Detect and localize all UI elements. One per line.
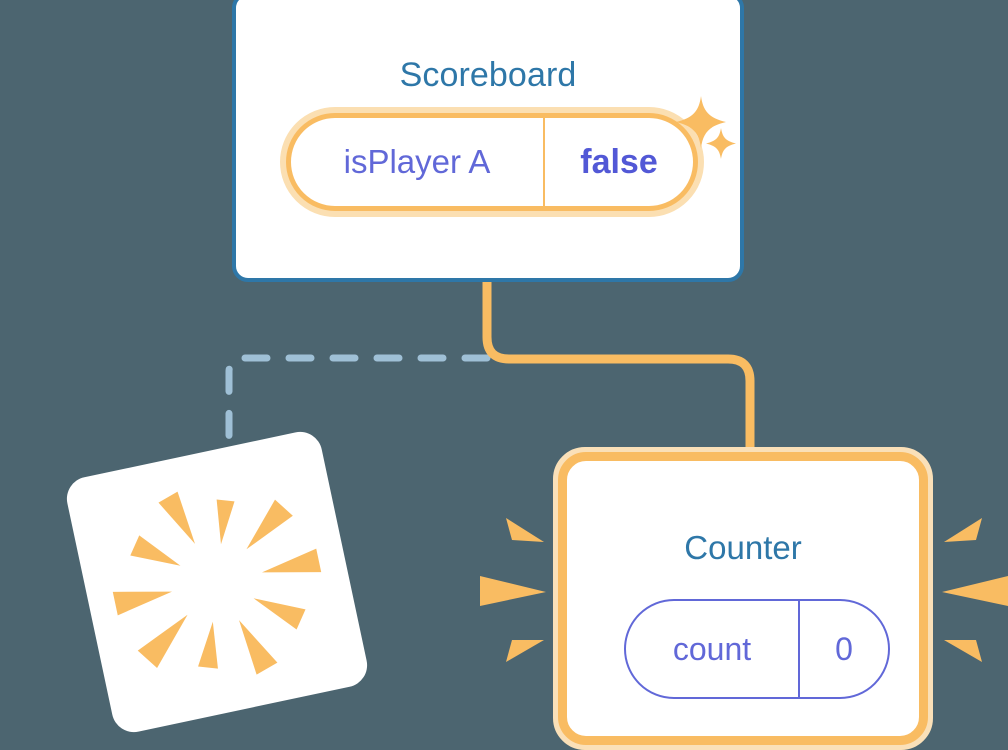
- scoreboard-state-value: false: [580, 142, 658, 181]
- counter-state-key: count: [626, 601, 800, 697]
- scoreboard-pill-body[interactable]: isPlayer A false: [286, 113, 698, 211]
- scoreboard-title: Scoreboard: [399, 56, 577, 94]
- scoreboard-card[interactable]: Scoreboard isPlayer A false: [232, 0, 744, 282]
- counter-title: Counter: [684, 529, 802, 566]
- counter-card-glow: [553, 447, 933, 750]
- counter-card[interactable]: Counter count 0: [553, 447, 933, 750]
- solid-connector-path: [482, 281, 755, 462]
- scoreboard-pill-glow: [280, 107, 704, 217]
- burst-rays-right-icon: [942, 518, 1008, 662]
- counter-state-value: 0: [835, 630, 853, 667]
- burst-rays-left-icon: [480, 518, 546, 662]
- scoreboard-state-pill[interactable]: isPlayer A false: [280, 107, 704, 217]
- counter-state-pill[interactable]: count 0: [624, 599, 890, 699]
- scoreboard-state-key: isPlayer A: [291, 118, 545, 206]
- burst-icon: [112, 491, 322, 675]
- flash-card[interactable]: [62, 427, 372, 737]
- counter-card-frame[interactable]: Counter count 0: [558, 452, 928, 745]
